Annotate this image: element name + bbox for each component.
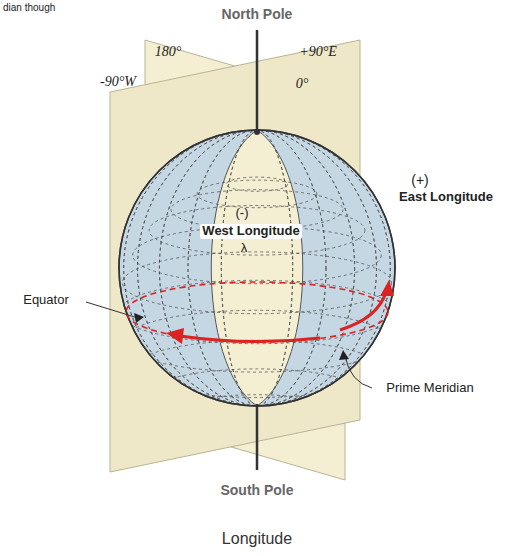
sign-label: (-) [236,206,249,221]
equator-line [126,282,388,342]
meridian-line [221,130,292,406]
arrow-head [380,280,394,296]
meridian-line [138,130,377,406]
parallel-line [123,252,392,314]
sign-label: (+) [411,172,429,188]
parallel-line [123,310,392,372]
leader-line [345,356,372,388]
graticule [119,130,395,444]
west-arrow [180,336,320,342]
leader-mark [339,350,349,360]
front-lune [211,130,303,406]
parallel-line [119,280,395,343]
meridian-line [159,130,354,406]
parallel-line [149,206,365,256]
meridian-line [188,130,326,406]
polar-axis [256,404,259,470]
leader-line [86,302,138,318]
callout-label: Equator [23,293,69,308]
meridian-line [124,130,391,406]
cropped-text: dian though [3,2,55,14]
caption: Longitude [222,530,292,548]
angle-label: -90°W [100,74,136,90]
meridian-line [257,130,258,406]
pole-label: North Pole [222,6,293,22]
direction-label: West Longitude [200,224,301,239]
meridian-line [159,130,354,406]
globe-outline [119,130,395,406]
pole-label: South Pole [220,482,293,498]
parallel-line [226,177,287,191]
meridian-line [221,130,292,406]
arrow-head [166,328,184,344]
callout-label: Prime Meridian [386,381,473,396]
direction-label: East Longitude [397,190,495,205]
angle-label: 180° [155,44,182,60]
angle-label: +90°E [299,44,337,60]
angle-label: 0° [296,76,309,92]
meridian-line [124,130,391,406]
globe [119,130,395,406]
north-pole-point [254,129,260,135]
meridian-line [138,130,377,406]
parallel-line [197,180,317,208]
east-arrow [340,292,386,330]
parallel-line [133,340,382,397]
symbol-label: λ [241,241,248,256]
polar-axis [256,30,259,132]
leader-mark [134,313,144,323]
meridian-line [188,130,326,406]
